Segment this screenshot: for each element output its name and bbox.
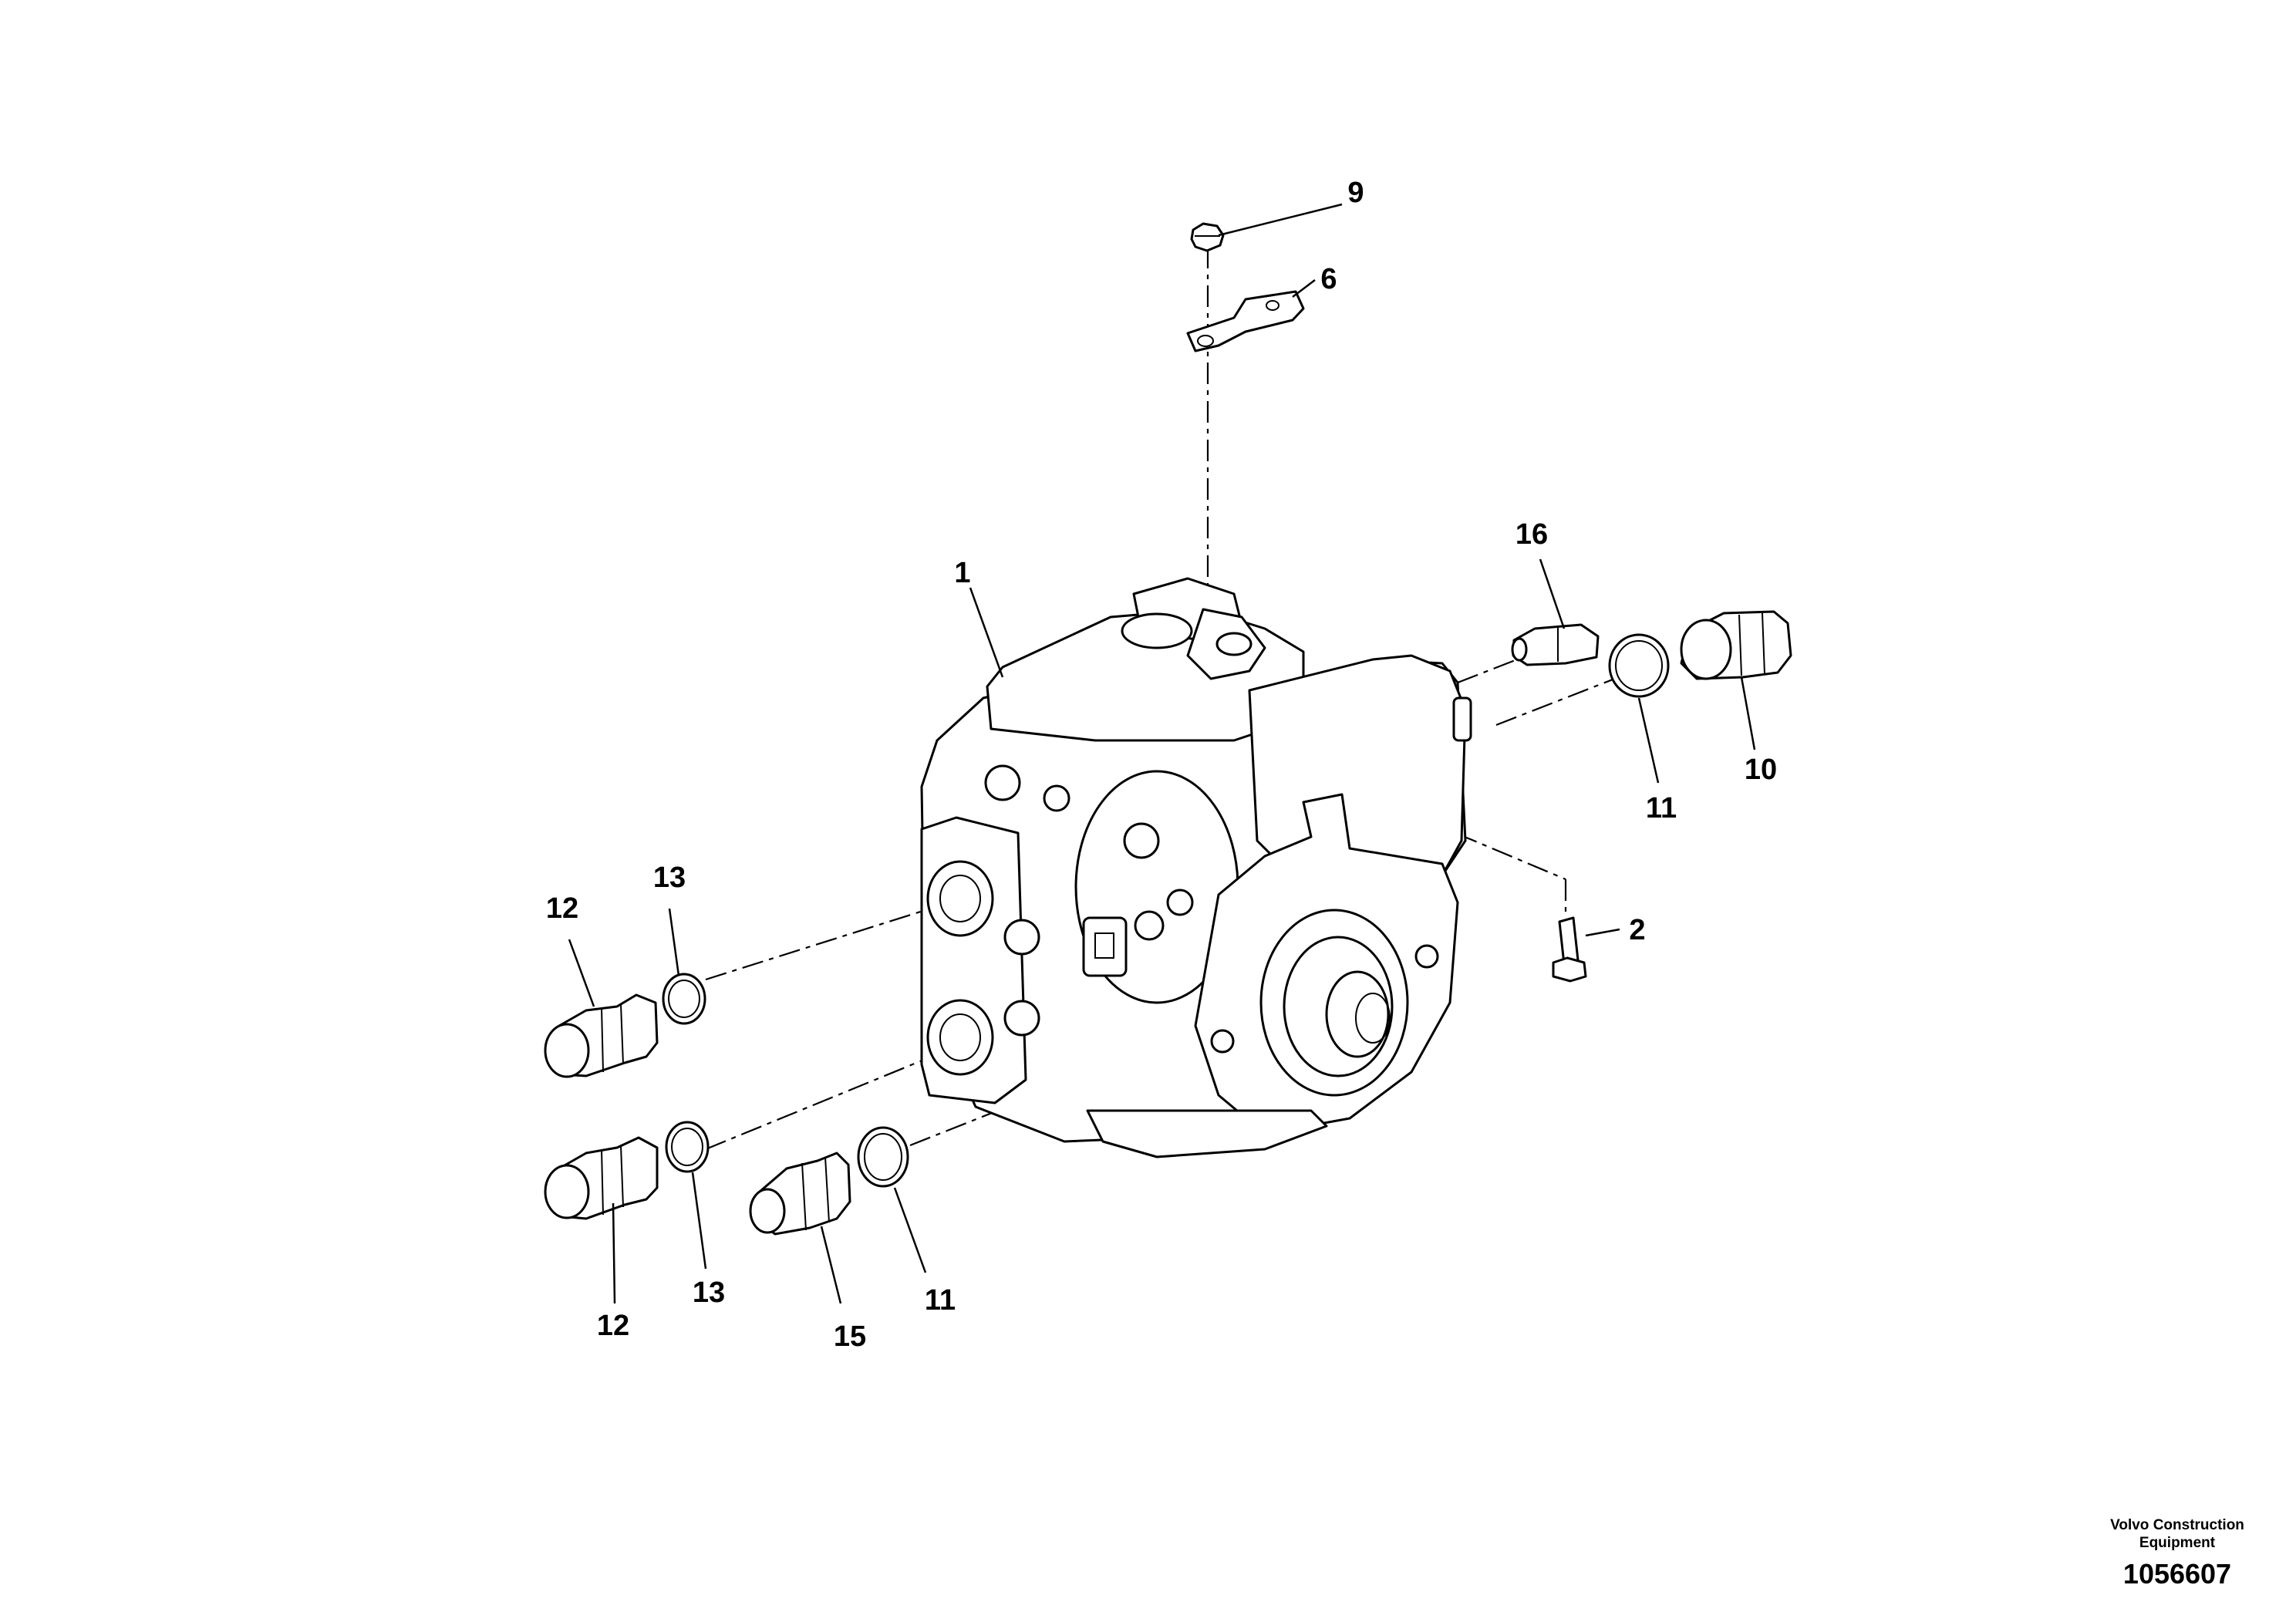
callout-12-lower: 12 <box>597 1310 629 1342</box>
callout-13-lower: 13 <box>693 1276 725 1309</box>
part-bolt <box>1552 916 1587 983</box>
callout-15: 15 <box>834 1320 866 1353</box>
callout-6: 6 <box>1320 263 1337 295</box>
part-o-ring-upper <box>1608 633 1670 698</box>
callout-1: 1 <box>954 557 970 589</box>
part-sensor-fitting <box>1511 623 1600 666</box>
company-name-line1: Volvo Construction <box>2110 1517 2244 1533</box>
part-fitting-lower <box>749 1152 851 1236</box>
part-plug-left-lower <box>544 1136 659 1220</box>
part-o-ring-left-upper <box>662 973 706 1025</box>
callout-labels: 1 2 6 9 10 11 11 12 12 13 13 15 16 <box>546 177 1777 1353</box>
part-plug-left-upper <box>544 993 659 1078</box>
part-o-ring-lower <box>857 1126 909 1188</box>
part-nut <box>1190 222 1225 252</box>
callout-11-lower: 11 <box>925 1284 956 1317</box>
callout-13-upper: 13 <box>653 862 686 894</box>
company-name-line2: Equipment <box>2139 1535 2216 1551</box>
callout-11-upper: 11 <box>1646 792 1677 824</box>
part-o-ring-left-lower <box>665 1121 710 1173</box>
callout-2: 2 <box>1629 914 1645 946</box>
footer-credit: Volvo Construction Equipment 1056607 <box>2110 1517 2244 1590</box>
callout-12-upper: 12 <box>546 892 578 925</box>
callout-16: 16 <box>1515 518 1548 551</box>
part-bracket <box>1186 290 1305 352</box>
hydraulic-pump-assembly <box>920 577 1472 1158</box>
part-plug-upper <box>1680 610 1792 680</box>
leader-lines <box>568 203 1756 1304</box>
callout-9: 9 <box>1347 177 1364 209</box>
callout-10: 10 <box>1745 754 1777 786</box>
drawing-number: 1056607 <box>2123 1558 2231 1590</box>
